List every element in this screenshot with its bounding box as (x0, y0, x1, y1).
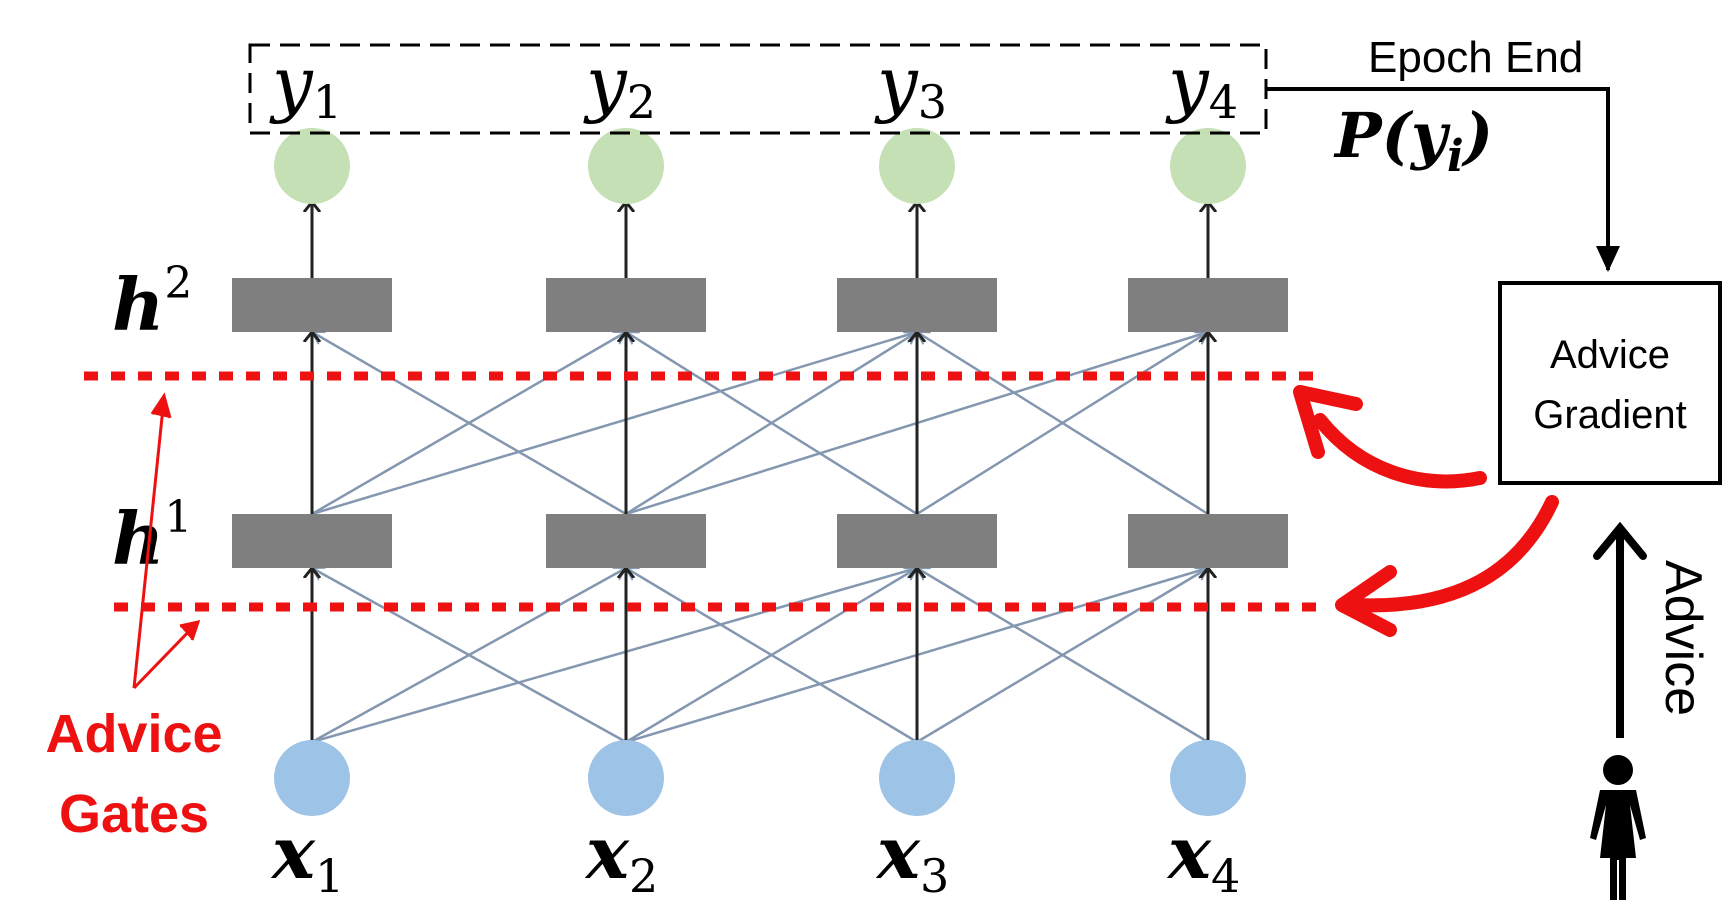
advice-gradient-arrow-lower (1335, 495, 1559, 637)
nodes (274, 128, 1246, 816)
output-node (588, 128, 664, 204)
input-label: x1 (270, 810, 344, 903)
output-label-sub: 4 (1209, 75, 1238, 129)
output-label-sub: 2 (627, 75, 656, 129)
output-label-sub: 3 (918, 75, 947, 129)
hidden-layer-label-1: h1 (112, 492, 192, 581)
skip-edge-upper (626, 330, 918, 516)
skip-edge-lower (311, 568, 917, 744)
output-node (879, 128, 955, 204)
advice-gradient-label-line2: Gradient (1533, 393, 1686, 437)
hidden-layer-base: h (112, 496, 164, 581)
hidden-unit-h2 (837, 278, 997, 332)
output-label-sub: 1 (313, 75, 342, 129)
person-icon (1590, 755, 1646, 900)
prob-var: y (1409, 99, 1451, 172)
output-label: y1 (269, 41, 342, 129)
hidden-unit-h1 (1128, 514, 1288, 568)
output-node (1170, 128, 1246, 204)
input-label-base: x (584, 810, 630, 895)
output-dashed-box (248, 43, 1268, 135)
hidden-layer-base: h (112, 262, 164, 347)
output-label-base: y (874, 41, 919, 125)
advice-gates-pointers (132, 392, 201, 690)
output-label-base: y (583, 41, 628, 125)
hidden-units (232, 278, 1288, 568)
hidden-unit-h1 (232, 514, 392, 568)
output-label-base: y (1165, 41, 1210, 125)
hidden-unit-h1 (837, 514, 997, 568)
input-label: x4 (1166, 810, 1240, 903)
input-label: x3 (875, 810, 949, 903)
input-node (588, 740, 664, 816)
skip-edge-lower (917, 566, 1209, 744)
vertical-connections (312, 202, 1208, 742)
output-node (274, 128, 350, 204)
epoch-end-connector (1266, 87, 1620, 272)
input-label-sub: 1 (315, 849, 344, 903)
output-label: y2 (583, 41, 656, 129)
advice-gates-label-line2: Gates (59, 784, 209, 844)
advice-gradient-arrow-upper (1293, 385, 1487, 489)
advice-gradient-box (1498, 281, 1722, 485)
hidden-layer-label-2: h2 (112, 258, 192, 347)
skip-connections (311, 330, 1209, 744)
skip-edge-lower (626, 566, 918, 744)
input-node (274, 740, 350, 816)
input-label-base: x (875, 810, 921, 895)
input-label-base: x (1166, 810, 1212, 895)
skip-edge-upper (311, 332, 917, 516)
output-label-base: y (269, 41, 314, 125)
hidden-layer-sup: 2 (164, 258, 192, 309)
output-label: y4 (1165, 41, 1238, 129)
skip-edge-upper (917, 330, 1209, 516)
hidden-unit-h2 (546, 278, 706, 332)
input-node (879, 740, 955, 816)
output-label: y3 (874, 41, 947, 129)
input-label-base: x (270, 810, 316, 895)
prob-post: ) (1461, 99, 1493, 172)
prob-sub: i (1447, 131, 1464, 182)
epoch-end-label: Epoch End (1368, 33, 1583, 82)
hidden-unit-h2 (232, 278, 392, 332)
advice-label: Advice (1654, 560, 1712, 716)
advice-gradient-label-line1: Advice (1550, 333, 1670, 377)
hidden-unit-h1 (546, 514, 706, 568)
input-label-sub: 4 (1211, 849, 1240, 903)
svg-text:h1: h1 (112, 492, 192, 581)
skip-edge-upper (312, 330, 627, 516)
input-label: x2 (584, 810, 658, 903)
hidden-layer-sup: 1 (164, 492, 192, 543)
advice-gates-label-line1: Advice (45, 704, 222, 764)
input-label-sub: 3 (920, 849, 949, 903)
prob-pre: P( (1333, 99, 1414, 172)
hidden-unit-h2 (1128, 278, 1288, 332)
input-node (1170, 740, 1246, 816)
probability-label: P(yi) (1333, 99, 1493, 182)
input-label-sub: 2 (629, 849, 658, 903)
svg-text:h2: h2 (112, 258, 192, 347)
skip-edge-lower (312, 568, 627, 744)
